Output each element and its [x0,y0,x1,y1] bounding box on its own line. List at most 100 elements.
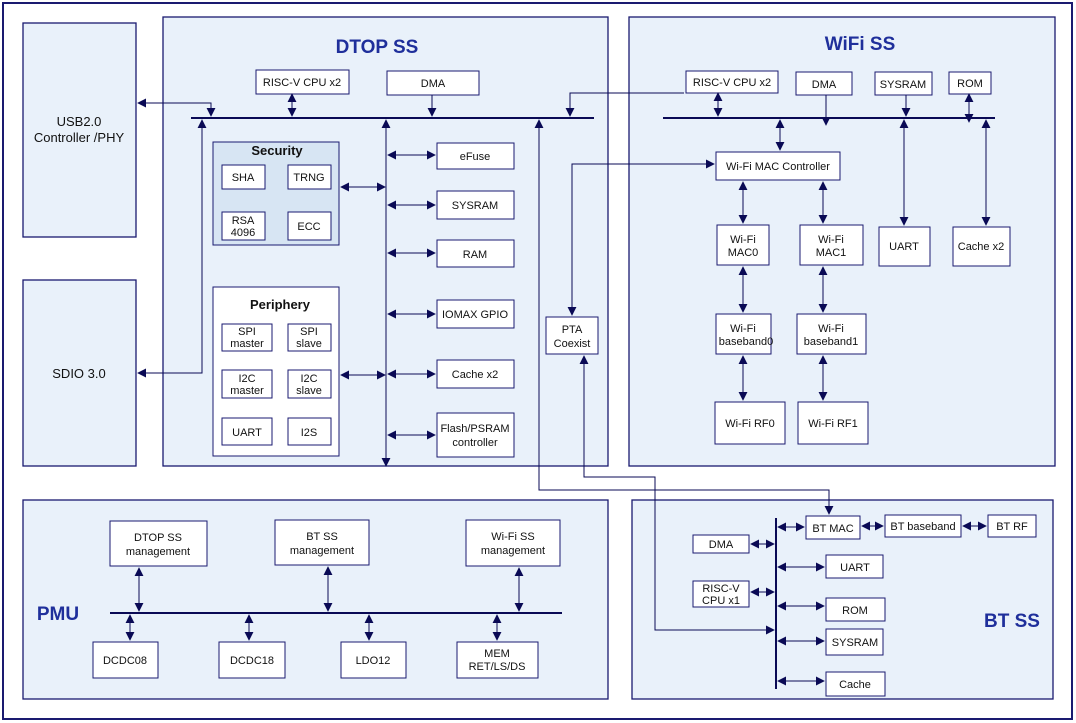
pta-label-line1: PTA [562,324,583,336]
ram-label: RAM [463,249,487,261]
wifi-uart-label: UART [889,241,919,253]
bt-sysram-label: SYSRAM [832,637,878,649]
bt-baseband-label: BT baseband [890,521,955,533]
bt-mac-box: BT MAC [805,515,861,540]
rf0-label: Wi-Fi RF0 [725,418,775,430]
dtop-sysram-label: SYSRAM [452,200,498,212]
bt-cpu-box: RISC-V CPU x1 [692,580,750,608]
mac1-label-line1: Wi-Fi [818,234,844,246]
wifi-cache-label: Cache x2 [958,241,1004,253]
mem-label-line1: MEM [484,648,510,660]
wifi-uart: UART [878,226,931,267]
bt-uart-label: UART [840,562,870,574]
bb0-label-line1: Wi-Fi [730,323,756,335]
dtop-mgmt-label-line2: management [126,546,190,558]
dcdc08-box: DCDC08 [92,641,159,679]
ldo12-box: LDO12 [340,641,407,679]
wifi-rom: ROM [948,71,992,95]
wifi-cache: Cache x2 [952,226,1011,267]
dtop-ss-title: DTOP SS [336,37,419,58]
ram-box: RAM [436,239,515,268]
usb-link [137,98,216,117]
wifi-rf1: Wi-Fi RF1 [797,401,869,445]
bt-ss-title: BT SS [984,611,1040,632]
dtop-sysram-box: SYSRAM [436,190,515,220]
wifi-dma-label: DMA [812,79,837,91]
spi-slave-label-line1: SPI [300,326,318,338]
wifi-rf0: Wi-Fi RF0 [714,401,786,445]
rf1-label: Wi-Fi RF1 [808,418,858,430]
mac1-label-line2: MAC1 [816,247,847,259]
bt-dma-label: DMA [709,539,734,551]
wifi-baseband0: Wi-Fi baseband0 [715,313,773,355]
i2c-master-label-line1: I2C [238,373,255,385]
wifi-dma: DMA [795,71,853,96]
iomax-box: IOMAX GPIO [436,299,515,329]
bt-rf-box: BT RF [987,514,1037,538]
spi-master-label-line1: SPI [238,326,256,338]
pta-label-line2: Coexist [554,338,591,350]
flash-label-line1: Flash/PSRAM [440,423,509,435]
bt-cpu-label-line2: CPU x1 [702,595,740,607]
bt-cache-box: Cache [825,671,886,697]
mem-label-line2: RET/LS/DS [469,661,526,673]
dtop-mgmt-label-line1: DTOP SS [134,532,182,544]
bt-rom-box: ROM [825,597,886,622]
dcdc18-box: DCDC18 [218,641,286,679]
usb-label-line1: USB2.0 [57,114,102,129]
dcdc08-label: DCDC08 [103,655,147,667]
sha-label: SHA [232,172,255,184]
iomax-label: IOMAX GPIO [442,309,508,321]
pta-box: PTA Coexist [545,316,599,355]
periphery-title: Periphery [250,297,311,312]
ecc-label: ECC [297,221,320,233]
i2c-master-label-line2: master [230,385,264,397]
dtop-cache-box: Cache x2 [436,359,515,389]
spi-slave-label-line2: slave [296,338,322,350]
security-title: Security [251,143,303,158]
sdio-label: SDIO 3.0 [52,366,105,381]
efuse-box: eFuse [436,142,515,170]
dtop-dma: DMA [386,70,480,96]
wifi-mac-controller: Wi-Fi MAC Controller [715,151,841,181]
sdio-block: SDIO 3.0 [22,279,137,467]
efuse-label: eFuse [460,151,491,163]
bt-mac-label: BT MAC [812,523,853,535]
mem-box: MEM RET/LS/DS [456,641,539,679]
wifi-mgmt-label-line1: Wi-Fi SS [491,531,534,543]
dtop-cpu-label: RISC-V CPU x2 [263,77,341,89]
pta-bt-link [579,355,775,635]
mac0-label-line2: MAC0 [728,247,759,259]
bt-baseband-box: BT baseband [884,514,962,538]
wifi-mac1: Wi-Fi MAC1 [799,224,864,266]
bt-mgmt-label-line2: management [290,545,354,557]
dtop-cache-label: Cache x2 [452,369,498,381]
periphery-group: Periphery SPI master SPI slave I2C maste… [212,286,340,457]
wifi-baseband1: Wi-Fi baseband1 [796,313,867,355]
i2s-label: I2S [301,427,318,439]
dtop-wifi-bus-link [565,92,684,117]
flash-label-line2: controller [452,437,498,449]
rsa-label-line1: RSA [232,215,255,227]
i2c-slave-label-line1: I2C [300,373,317,385]
rsa-label-line2: 4096 [231,227,255,239]
wifi-sysram: SYSRAM [874,71,933,96]
bt-rf-label: BT RF [996,521,1028,533]
pmu-title: PMU [37,604,79,625]
ldo12-label: LDO12 [356,655,391,667]
bt-rom-label: ROM [842,605,868,617]
dtop-dma-label: DMA [421,78,446,90]
wifi-mac0: Wi-Fi MAC0 [716,224,770,266]
bt-mgmt-label-line1: BT SS [306,531,338,543]
bt-dma-box: DMA [692,534,750,554]
dtop-cpu: RISC-V CPU x2 [255,69,350,95]
bt-cache-label: Cache [839,679,871,691]
periph-uart-label: UART [232,427,262,439]
bb1-label-line2: baseband1 [804,336,858,348]
dcdc18-label: DCDC18 [230,655,274,667]
bb0-label-line2: baseband0 [719,336,773,348]
wifi-mac-controller-label: Wi-Fi MAC Controller [726,161,830,173]
wifi-mgmt: Wi-Fi SS management [465,519,561,567]
